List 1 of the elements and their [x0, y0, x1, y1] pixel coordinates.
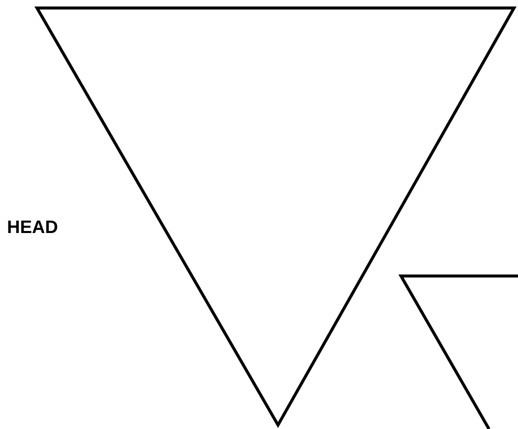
part-label: HEAD [7, 217, 58, 238]
